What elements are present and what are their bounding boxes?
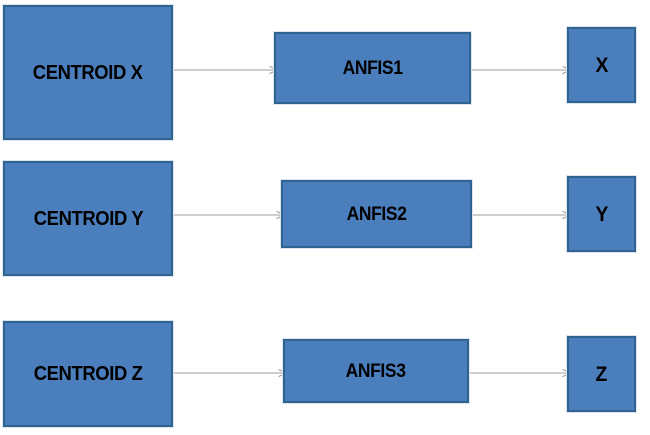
centroid-y-node[interactable]: CENTROID Y (3, 161, 173, 276)
centroid-z-node[interactable]: CENTROID Z (3, 321, 173, 427)
output-y-label: Y (595, 202, 608, 226)
anfis2-node[interactable]: ANFIS2 (281, 180, 472, 248)
anfis3-node[interactable]: ANFIS3 (283, 339, 469, 403)
anfis2-label: ANFIS2 (346, 203, 407, 225)
output-z-node[interactable]: Z (567, 336, 636, 412)
output-z-label: Z (595, 362, 608, 386)
centroid-y-label: CENTROID Y (33, 207, 143, 230)
output-x-label: X (595, 53, 608, 77)
centroid-x-node[interactable]: CENTROID X (3, 5, 173, 140)
output-y-node[interactable]: Y (567, 176, 636, 252)
anfis1-label: ANFIS1 (342, 57, 403, 79)
anfis1-node[interactable]: ANFIS1 (274, 32, 471, 104)
centroid-x-label: CENTROID X (33, 61, 143, 84)
centroid-z-label: CENTROID Z (33, 363, 143, 385)
anfis3-label: ANFIS3 (346, 360, 406, 382)
output-x-node[interactable]: X (567, 27, 636, 103)
